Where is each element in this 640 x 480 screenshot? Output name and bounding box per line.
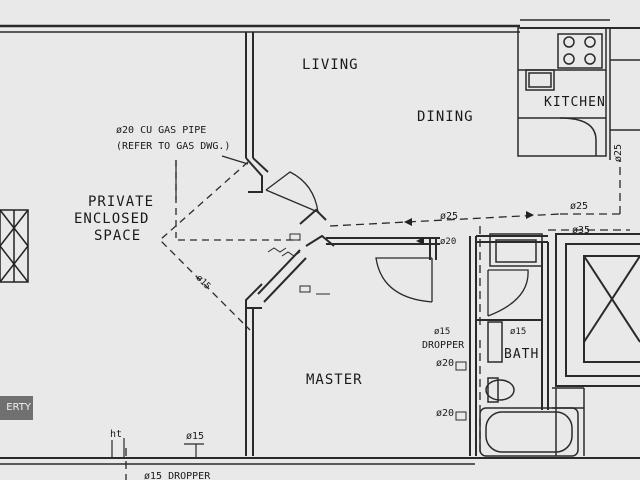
gas-pipe-leader — [175, 155, 249, 200]
door-swing-corridor — [487, 269, 529, 317]
room-label-private-line3: SPACE — [94, 228, 142, 244]
pipe-size-d20-upper: ø20 — [436, 358, 455, 369]
note-dropper: DROPPER — [422, 340, 465, 351]
room-label-kitchen: KITCHEN — [544, 95, 606, 110]
pipe-size-d20-corridor: ø20 — [440, 237, 457, 247]
room-label-private-line2: ENCLOSED — [74, 211, 150, 227]
room-label-dining: DINING — [417, 109, 474, 125]
window-symbol-left — [0, 209, 29, 283]
note-gas-pipe-line2: (REFER TO GAS DWG.) — [116, 141, 231, 152]
bath-fixtures — [479, 321, 585, 457]
wall-living-left — [245, 32, 254, 158]
pipe-size-d25-vertical: ø25 — [613, 143, 624, 162]
pipe-size-d15-dropper: ø15 — [434, 327, 451, 337]
label-ht: ht — [110, 429, 123, 440]
vanity-cabinet — [489, 233, 543, 267]
pipe-size-d15-bath: ø15 — [510, 327, 527, 337]
room-label-living: LIVING — [302, 57, 359, 73]
bottom-ticks — [111, 438, 204, 458]
room-label-private-line1: PRIVATE — [88, 194, 155, 210]
pipe-size-d25-left: ø25 — [440, 211, 459, 222]
room-label-master: MASTER — [306, 372, 363, 388]
wall-angled-entry — [245, 157, 335, 456]
shaft-right — [555, 233, 640, 387]
pipe-arrow-markers — [404, 211, 534, 245]
door-swing-master — [375, 257, 433, 303]
pipe-size-d20-lower: ø20 — [436, 408, 455, 419]
note-bottom-dropper: ø15 DROPPER — [144, 471, 211, 480]
valve-symbols — [267, 233, 467, 421]
note-gas-pipe-line1: ø20 CU GAS PIPE — [116, 125, 207, 136]
pipe-size-d25-right: ø25 — [570, 201, 589, 212]
room-label-bath: BATH — [504, 347, 540, 362]
pipe-size-d15-bottom: ø15 — [186, 431, 205, 442]
watermark-badge: ERTY — [0, 396, 33, 420]
wall-living-master — [326, 237, 440, 260]
door-swing-entry — [265, 171, 319, 213]
pipe-run-main — [125, 160, 630, 480]
pipe-size-d35: ø35 — [572, 225, 591, 236]
kitchen-fixtures — [517, 27, 640, 160]
outer-wall-bottom — [0, 457, 640, 465]
